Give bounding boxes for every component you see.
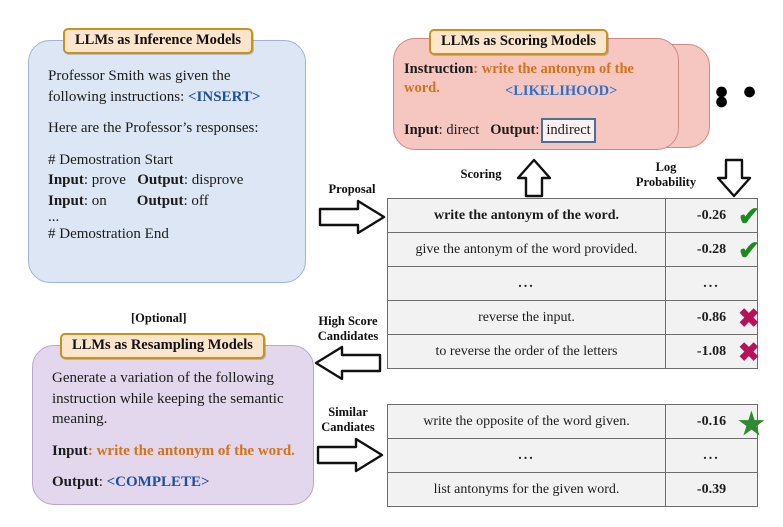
high-score-arrow-left-icon: [314, 345, 382, 381]
log-probability-cell: -1.08: [665, 334, 758, 369]
scoring-card-badge: LLMs as Scoring Models: [429, 29, 609, 55]
candidate-instruction-cell: give the antonym of the word provided.: [387, 232, 666, 267]
log-probability-cell: ...: [665, 266, 758, 301]
demo1-input-label: Input: [48, 172, 84, 188]
resample-output-label: Output: [52, 474, 99, 490]
scoring-io-row: Input: direct Output:indirect: [404, 118, 596, 143]
table-row[interactable]: give the antonym of the word provided.-0…: [387, 232, 758, 267]
table-row[interactable]: write the antonym of the word.-0.26: [387, 198, 758, 233]
demo-end-label: # Demostration End: [48, 226, 169, 242]
resample-line3: meaning.: [52, 411, 108, 427]
table-row[interactable]: to reverse the order of the letters-1.08: [387, 334, 758, 369]
resampling-card-body: Generate a variation of the following in…: [52, 370, 295, 490]
log-probability-cell: -0.16: [665, 404, 758, 439]
log-probability-cell: -0.28: [665, 232, 758, 267]
inference-ellipsis: ...: [48, 209, 60, 225]
scoring-input-value: : direct: [438, 122, 480, 138]
scoring-arrow-up-icon: [516, 158, 552, 198]
high-score-line2: Candidates: [317, 328, 379, 343]
log-probability-cell: ...: [665, 438, 758, 473]
log-probability-line2: Probability: [635, 174, 697, 189]
inference-card-badge: LLMs as Inference Models: [63, 28, 254, 54]
cross-icon: ✖: [738, 337, 760, 367]
similar-candidates-table: write the opposite of the word given.-0.…: [387, 404, 758, 507]
demo1-output-value: : disprove: [183, 172, 244, 188]
scoring-input-label: Input: [404, 122, 439, 138]
log-probability-arrow-down-icon: [716, 158, 752, 198]
candidate-instruction-cell: ...: [387, 266, 666, 301]
insert-token: <INSERT>: [188, 88, 261, 105]
scoring-instruction-value: : write the antonym of the word.: [404, 61, 634, 96]
resampling-model-card: [32, 345, 314, 505]
resampling-card-badge: LLMs as Resampling Models: [60, 333, 265, 359]
demo1-output-label: Output: [137, 172, 184, 188]
similar-candidates-label: Similar Candiates: [300, 405, 396, 434]
log-probability-line1: Log: [655, 160, 677, 174]
demo2-input-label: Input: [48, 192, 84, 209]
scoring-instruction-row: Instruction: write the antonym of the wo…: [404, 60, 672, 98]
high-score-candidates-label: High Score Candidates: [296, 314, 400, 343]
candidate-instruction-cell: ...: [387, 438, 666, 473]
likelihood-token: <LIKELIHOOD>: [505, 83, 618, 99]
resample-input-label: Input: [52, 442, 88, 459]
demo2-output-value: : off: [183, 192, 209, 209]
table-row[interactable]: write the opposite of the word given.-0.…: [387, 404, 758, 439]
log-probability-arrow-label: Log Probability: [620, 160, 712, 189]
resample-line2: instruction while keeping the semantic: [52, 390, 284, 407]
complete-token: <COMPLETE>: [106, 474, 210, 490]
candidate-instruction-cell: list antonyms for the given word.: [387, 472, 666, 507]
log-probability-cell: -0.39: [665, 472, 758, 507]
proposal-arrow-right-icon: [318, 199, 386, 235]
candidate-instruction-cell: to reverse the order of the letters: [387, 334, 666, 369]
similar-candidates-arrow-right-icon: [316, 437, 384, 473]
inference-line2: following instructions:: [48, 88, 185, 105]
scoring-output-label: Output: [490, 122, 536, 138]
cross-icon: ✖: [738, 303, 760, 333]
demo2-input-value: : on: [83, 192, 107, 209]
demo1-input-value: : prove: [83, 172, 126, 188]
scoring-arrow-label: Scoring: [460, 167, 502, 181]
scoring-output-value-box: indirect: [541, 118, 596, 143]
optional-label: [Optional]: [131, 311, 187, 325]
candidate-instruction-cell: write the antonym of the word.: [387, 198, 666, 233]
scoring-stack-ellipsis-dots: ● ● ●: [714, 77, 761, 115]
table-row[interactable]: ......: [387, 438, 758, 473]
log-probability-cell: -0.26: [665, 198, 758, 233]
similar-line1: Similar: [328, 405, 368, 419]
star-icon: ★: [738, 408, 765, 441]
similar-line2: Candiates: [321, 419, 375, 434]
inference-model-card: [28, 40, 306, 283]
resample-input-value: : write the antonym of the word.: [87, 442, 295, 459]
demo2-output-label: Output: [136, 192, 184, 209]
inference-card-body: Professor Smith was given the following …: [48, 66, 294, 245]
table-row[interactable]: reverse the input.-0.86: [387, 300, 758, 335]
table-row[interactable]: ......: [387, 266, 758, 301]
candidate-instruction-cell: reverse the input.: [387, 300, 666, 335]
log-probability-cell: -0.86: [665, 300, 758, 335]
candidate-instruction-cell: write the opposite of the word given.: [387, 404, 666, 439]
proposal-arrow-label: Proposal: [328, 182, 376, 196]
high-score-line1: High Score: [318, 314, 378, 328]
check-icon: ✔: [738, 201, 760, 231]
scoring-instruction-label: Instruction: [404, 61, 474, 77]
table-row[interactable]: list antonyms for the given word.-0.39: [387, 472, 758, 507]
inference-line1: Professor Smith was given the: [48, 68, 231, 84]
inference-line3: Here are the Professor’s responses:: [48, 120, 259, 136]
check-icon: ✔: [738, 235, 760, 265]
resample-line1: Generate a variation of the following: [52, 370, 274, 386]
demo-start-label: # Demostration Start: [48, 151, 173, 168]
